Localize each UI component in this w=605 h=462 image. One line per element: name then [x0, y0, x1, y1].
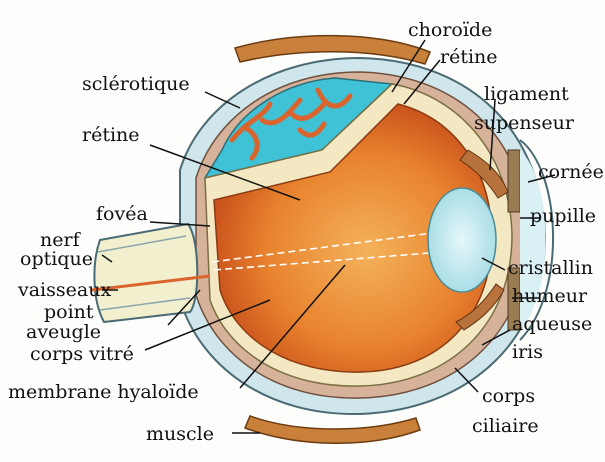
label-iris: iris	[512, 341, 543, 363]
label-ligament: ligament	[484, 83, 569, 105]
label-corps-vitre: corps vitré	[30, 343, 134, 365]
label-cristallin: cristallin	[508, 257, 593, 279]
iris-top	[508, 150, 520, 212]
label-corps: corps	[482, 385, 535, 407]
label-cornee: cornée	[538, 161, 604, 183]
optic-nerve	[94, 224, 197, 322]
label-humeur: humeur	[512, 285, 588, 307]
label-pupille: pupille	[530, 205, 596, 227]
label-vaisseaux: vaisseaux	[17, 279, 111, 301]
label-aveugle: aveugle	[26, 321, 101, 343]
label-sclerotique: sclérotique	[82, 73, 190, 95]
label-optique: optique	[20, 248, 93, 270]
label-retine-top: rétine	[440, 46, 498, 68]
muscle-bottom	[245, 416, 420, 443]
label-aqueuse: aqueuse	[512, 313, 592, 335]
label-fovea: fovéa	[96, 203, 148, 225]
lens	[428, 188, 496, 292]
label-supenseur: supenseur	[474, 112, 575, 134]
label-choroide: choroïde	[408, 19, 492, 41]
label-point: point	[44, 301, 94, 323]
label-muscle: muscle	[146, 423, 214, 445]
label-ciliaire: ciliaire	[472, 415, 539, 437]
label-retine-left: rétine	[82, 124, 140, 146]
label-membrane-hyaloide: membrane hyaloïde	[8, 381, 199, 403]
